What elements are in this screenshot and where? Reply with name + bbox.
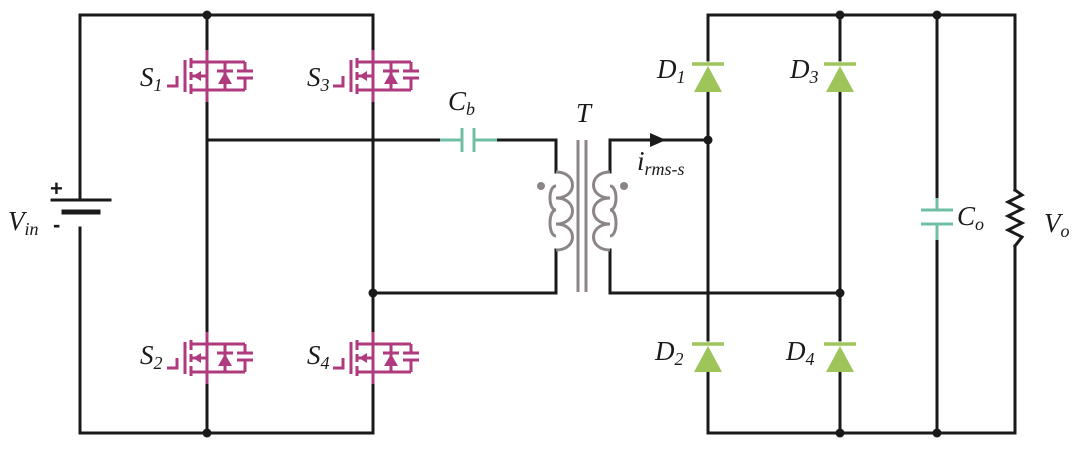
- diode-icon: [824, 62, 856, 92]
- current-arrow-icon: [650, 133, 666, 147]
- secondary-winding: [592, 170, 611, 252]
- diode-d1: D1: [656, 54, 724, 92]
- co-label: Co: [957, 201, 984, 234]
- diode-d4: D4: [785, 336, 856, 372]
- blocking-capacitor-cb: Cb: [440, 86, 497, 152]
- wire-primary-bottom: [371, 248, 558, 295]
- mosfet-switch-icon: [165, 330, 255, 386]
- mosfet-switch-icon: [165, 48, 255, 104]
- junction-node: [202, 428, 212, 438]
- junction-node: [835, 10, 845, 20]
- load-resistor: Vo: [1004, 187, 1070, 249]
- polarity-dot-secondary: [620, 182, 628, 190]
- vin-label: Vin: [8, 206, 39, 239]
- junction-node: [835, 428, 845, 438]
- d2-label: D2: [654, 336, 684, 369]
- vin-minus-sign: -: [53, 212, 60, 237]
- primary-winding-inner: [548, 184, 557, 238]
- switch-s1: S1: [140, 48, 255, 104]
- switch-s2: S2: [140, 330, 255, 386]
- junction-node: [835, 288, 845, 298]
- junction-node: [202, 10, 212, 20]
- diode-icon: [692, 342, 724, 372]
- s2-label: S2: [140, 340, 163, 373]
- junction-node: [703, 135, 713, 145]
- switch-s4: S4: [307, 330, 421, 386]
- junction-node: [932, 428, 942, 438]
- mosfet-switch-icon: [331, 330, 421, 386]
- secondary-winding-inner: [609, 184, 618, 238]
- wire-secondary-top: [608, 138, 710, 174]
- diode-icon: [824, 342, 856, 372]
- s3-label: S3: [307, 62, 330, 95]
- resistor-icon: [1004, 187, 1026, 249]
- wire-secondary-bottom: [608, 248, 842, 295]
- junction-node: [368, 288, 378, 298]
- polarity-dot-primary: [537, 182, 545, 190]
- diode-d3: D3: [789, 54, 856, 92]
- diode-d2: D2: [654, 336, 724, 372]
- capacitor-icon: [921, 198, 953, 240]
- current-label: irms-s: [637, 146, 685, 179]
- s4-label: S4: [307, 340, 330, 373]
- d4-label: D4: [785, 336, 815, 369]
- output-capacitor-co: Co: [921, 198, 984, 240]
- transformer-icon: [537, 140, 628, 292]
- junction-node: [932, 10, 942, 20]
- dc-voltage-source-icon: + - Vin: [8, 176, 112, 239]
- vin-plus-sign: +: [50, 176, 63, 201]
- primary-winding: [555, 170, 574, 252]
- d3-label: D3: [789, 54, 819, 87]
- s1-label: S1: [140, 62, 163, 95]
- switch-s3: S3: [307, 48, 421, 104]
- mosfet-switch-icon: [331, 48, 421, 104]
- vo-label: Vo: [1044, 208, 1070, 241]
- junction-nodes: [202, 10, 942, 438]
- d1-label: D1: [656, 54, 686, 87]
- diode-icon: [692, 62, 724, 92]
- wire-primary-top-b: [495, 138, 558, 174]
- transformer-label: T: [576, 98, 593, 128]
- cb-label: Cb: [448, 86, 475, 119]
- transformer: T irms-s: [537, 98, 685, 292]
- capacitor-icon: [440, 128, 497, 152]
- circuit-wires: [78, 13, 1017, 435]
